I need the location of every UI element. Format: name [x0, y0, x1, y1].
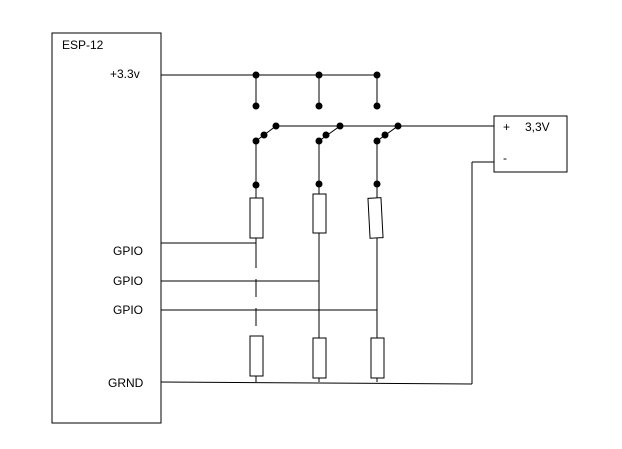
junction-dot: [315, 180, 323, 188]
junction-dot: [252, 71, 260, 79]
bottom-resistor-3: [370, 337, 385, 379]
top-resistor-2: [312, 193, 327, 234]
junction-dots: [252, 71, 402, 189]
switch-contact-dot: [252, 102, 260, 110]
supply-plus-label: +: [503, 120, 510, 134]
esp12-module-box: [51, 32, 162, 424]
switch-contact-dot: [394, 122, 402, 130]
pin-gpio3-label: GPIO: [113, 303, 143, 317]
switch-contact-dot: [373, 137, 381, 145]
bottom-resistor-2: [312, 337, 327, 379]
switch-contact-dot: [315, 137, 323, 145]
pin-gnd-label: GRND: [108, 376, 144, 390]
switch-contact-dot: [272, 122, 280, 130]
switch-contact-dot: [260, 131, 268, 139]
supply-voltage-label: 3,3V: [525, 120, 550, 134]
pin-gpio2-label: GPIO: [113, 274, 143, 288]
bottom-resistor-1: [249, 335, 264, 377]
module-name: ESP-12: [62, 38, 104, 52]
switch-contact-dot: [322, 131, 330, 139]
junction-dot: [252, 181, 260, 189]
pin-vcc-label: +3.3v: [110, 67, 140, 81]
pin-gpio1-label: GPIO: [113, 244, 143, 258]
ground-rail: [160, 381, 473, 385]
top-resistor-3: [367, 197, 384, 239]
supply-minus-label: -: [503, 151, 507, 165]
top-resistor-1: [249, 197, 264, 239]
switch-contact-dot: [336, 122, 344, 130]
switch-contact-dot: [373, 102, 381, 110]
switch-contact-dot: [315, 102, 323, 110]
power-supply-box: [493, 115, 568, 173]
junction-dot: [315, 71, 323, 79]
switch-contact-dot: [252, 137, 260, 145]
junction-dot: [373, 71, 381, 79]
switch-contact-dot: [381, 131, 389, 139]
junction-dot: [373, 180, 381, 188]
switch2-blade: [318, 125, 341, 142]
